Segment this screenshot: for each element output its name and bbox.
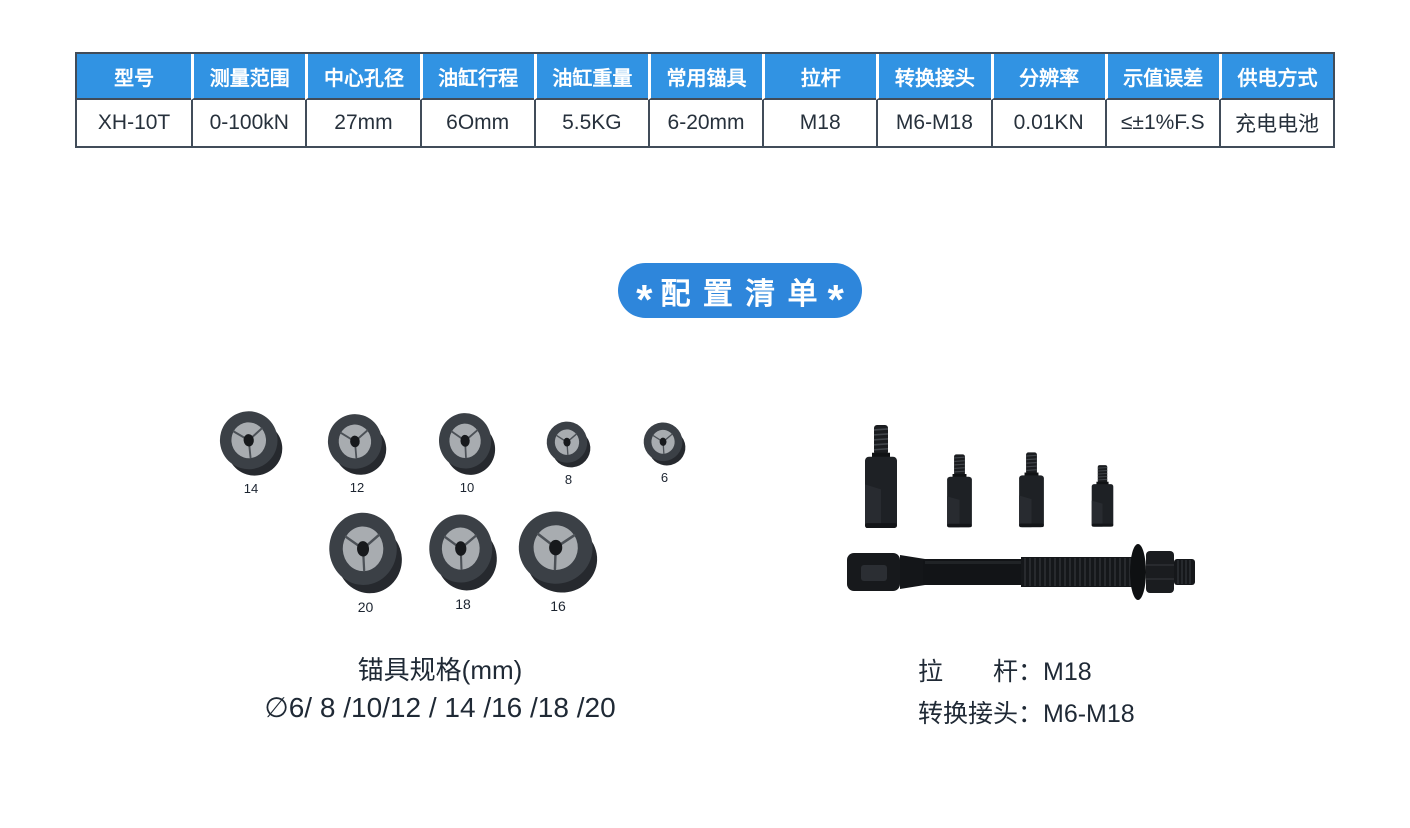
spec-header: 测量范围 <box>191 54 306 100</box>
spec-value: 充电电池 <box>1218 100 1334 146</box>
spec-table: 型号 XH-10T 测量范围 0-100kN 中心孔径 27mm 油缸行程 6O… <box>75 52 1335 148</box>
anchor-sizes-line: ∅6/ 8 /10/12 / 14 /16 /18 /20 <box>264 692 616 723</box>
spec-column-weight: 油缸重量 5.5KG <box>533 54 648 146</box>
collet-image <box>436 410 497 479</box>
anchor-collet-12: 12 <box>327 412 387 495</box>
adapter-caption: 转换接头：M6-M18 <box>918 700 1135 728</box>
spec-value: M18 <box>762 100 877 146</box>
adapter-medium-image <box>944 453 975 530</box>
pull-rod-caption: 拉 杆：M18 <box>918 658 1092 686</box>
spec-header: 分辨率 <box>990 54 1105 100</box>
spec-column-power: 供电方式 充电电池 <box>1218 54 1334 146</box>
badge-star-left: * <box>636 275 653 323</box>
collet-image <box>326 508 405 598</box>
spec-value: XH-10T <box>77 100 192 146</box>
collet-image <box>324 410 389 480</box>
adapter-small-image <box>1089 464 1116 529</box>
spec-column-error: 示值误差 ≤±1%F.S <box>1104 54 1219 146</box>
collet-size-label: 16 <box>550 598 566 614</box>
spec-header: 转换接头 <box>876 54 991 100</box>
pull-rod-image <box>847 544 1195 600</box>
spec-value: 0-100kN <box>191 100 306 146</box>
spec-value: ≤±1%F.S <box>1104 100 1219 146</box>
anchor-collet-14: 14 <box>219 409 283 496</box>
spec-header: 油缸重量 <box>533 54 648 100</box>
spec-value: 6-20mm <box>647 100 763 146</box>
config-list-badge: * 配 置 清 单 * <box>618 263 862 323</box>
collet-size-label: 18 <box>455 596 471 612</box>
spec-column-model: 型号 XH-10T <box>77 54 192 146</box>
collet-size-label: 12 <box>349 480 365 495</box>
spec-header: 常用锚具 <box>647 54 763 100</box>
anchor-collet-6: 6 <box>643 421 686 485</box>
anchor-collet-8: 8 <box>546 420 591 487</box>
spec-column-adapter: 转换接头 M6-M18 <box>876 54 991 146</box>
collet-size-label: 10 <box>459 480 475 495</box>
collet-image <box>427 511 500 594</box>
spec-value: 27mm <box>305 100 420 146</box>
anchor-collet-10: 10 <box>438 411 496 495</box>
adapter-medium-image <box>1016 451 1047 530</box>
spec-value: M6-M18 <box>876 100 991 146</box>
collet-image <box>544 418 592 470</box>
spec-value: 6Omm <box>419 100 534 146</box>
spec-header: 拉杆 <box>762 54 877 100</box>
spec-header: 油缸行程 <box>419 54 534 100</box>
spec-header: 供电方式 <box>1218 54 1334 100</box>
anchor-collet-16: 16 <box>517 509 599 614</box>
spec-column-anchors: 常用锚具 6-20mm <box>647 54 763 146</box>
spec-value: 0.01KN <box>990 100 1105 146</box>
badge-title: 配 置 清 单 <box>660 277 820 311</box>
collet-image <box>641 420 687 469</box>
collet-image <box>216 406 287 481</box>
collet-image <box>516 508 601 597</box>
spec-header: 型号 <box>77 54 192 100</box>
collet-size-label: 20 <box>357 599 374 615</box>
spec-column-resolution: 分辨率 0.01KN <box>990 54 1105 146</box>
anchor-spec-title: 锚具规格(mm) <box>357 655 523 685</box>
spec-value: 5.5KG <box>533 100 648 146</box>
spec-column-stroke: 油缸行程 6Omm <box>419 54 534 146</box>
collet-size-label: 6 <box>660 470 669 485</box>
badge-star-right: * <box>827 275 844 323</box>
spec-column-pull-rod: 拉杆 M18 <box>762 54 877 146</box>
collet-size-label: 14 <box>243 481 259 496</box>
spec-column-range: 测量范围 0-100kN <box>191 54 306 146</box>
spec-column-center-hole: 中心孔径 27mm <box>305 54 420 146</box>
spec-header: 中心孔径 <box>305 54 420 100</box>
anchor-collet-18: 18 <box>428 512 498 612</box>
collet-size-label: 8 <box>564 472 573 487</box>
adapter-large-image <box>861 423 901 532</box>
spec-header: 示值误差 <box>1104 54 1219 100</box>
anchor-collet-20: 20 <box>328 510 403 615</box>
